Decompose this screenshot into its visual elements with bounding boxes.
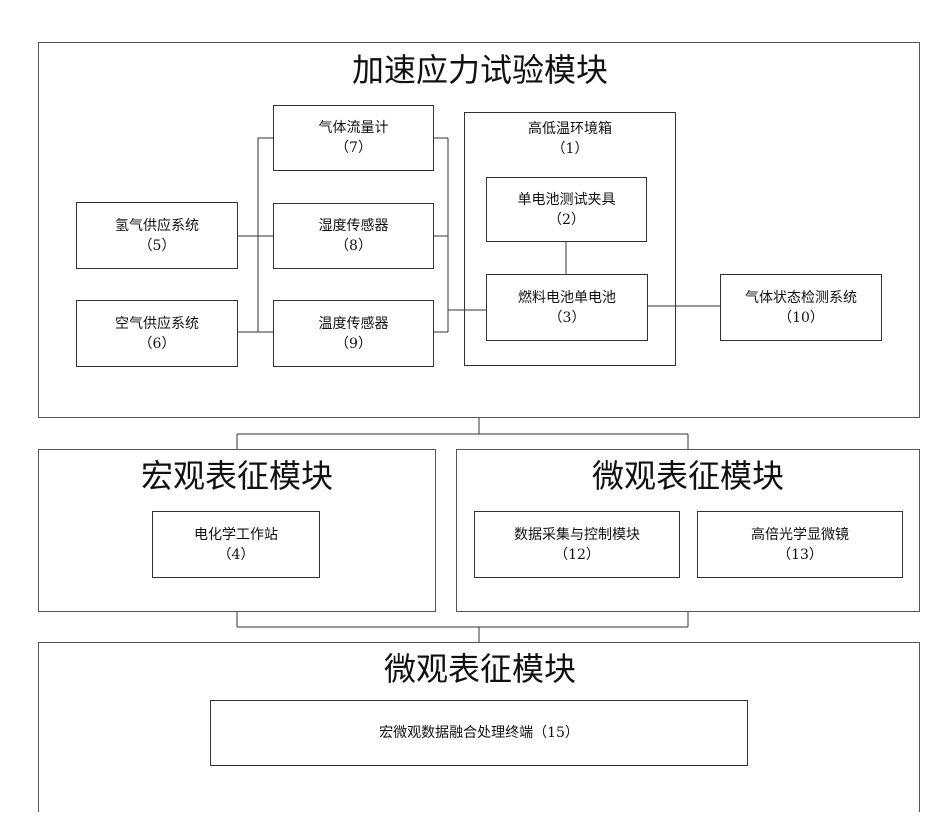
optical-microscope-box: 高倍光学显微镜 （13） [697, 511, 903, 578]
humidity-sensor-label: 湿度传感器 [319, 216, 389, 236]
daq-control-number: （12） [554, 545, 600, 565]
daq-control-box: 数据采集与控制模块 （12） [474, 511, 680, 578]
fuel-cell-number: （3） [549, 308, 586, 328]
fuel-cell-label: 燃料电池单电池 [518, 288, 616, 308]
gas-detection-box: 气体状态检测系统 （10） [720, 274, 882, 341]
gas-flowmeter-number: （7） [335, 138, 372, 158]
electrochemical-workstation-label: 电化学工作站 [194, 525, 278, 545]
hydrogen-supply-label: 氢气供应系统 [115, 216, 199, 236]
temperature-sensor-number: （9） [335, 334, 372, 354]
temperature-sensor-label: 温度传感器 [319, 314, 389, 334]
air-supply-box: 空气供应系统 （6） [76, 300, 238, 367]
test-fixture-number: （2） [548, 210, 585, 230]
hydrogen-supply-number: （5） [139, 236, 176, 256]
daq-control-label: 数据采集与控制模块 [514, 525, 640, 545]
air-supply-number: （6） [139, 334, 176, 354]
test-fixture-box: 单电池测试夹具 （2） [486, 177, 647, 242]
data-fusion-terminal-label: 宏微观数据融合处理终端（15） [379, 723, 579, 743]
hydrogen-supply-box: 氢气供应系统 （5） [76, 202, 238, 269]
test-fixture-label: 单电池测试夹具 [518, 190, 616, 210]
optical-microscope-number: （13） [777, 545, 823, 565]
gas-detection-number: （10） [778, 308, 824, 328]
gas-detection-label: 气体状态检测系统 [745, 288, 857, 308]
humidity-sensor-number: （8） [335, 236, 372, 256]
electrochemical-workstation-number: （4） [218, 545, 255, 565]
humidity-sensor-box: 湿度传感器 （8） [273, 203, 434, 269]
optical-microscope-label: 高倍光学显微镜 [751, 525, 849, 545]
fuel-cell-box: 燃料电池单电池 （3） [486, 274, 648, 341]
temperature-sensor-box: 温度传感器 （9） [273, 300, 434, 367]
gas-flowmeter-label: 气体流量计 [319, 118, 389, 138]
data-fusion-terminal-box: 宏微观数据融合处理终端（15） [210, 700, 748, 766]
gas-flowmeter-box: 气体流量计 （7） [273, 105, 434, 171]
electrochemical-workstation-box: 电化学工作站 （4） [152, 511, 320, 578]
air-supply-label: 空气供应系统 [115, 314, 199, 334]
